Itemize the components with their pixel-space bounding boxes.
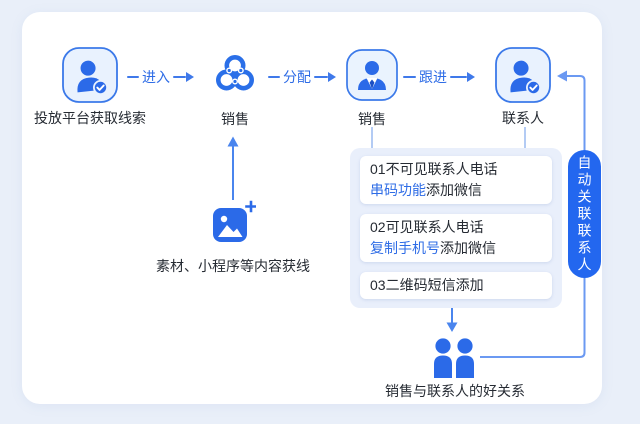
method-title: 01不可见联系人电话 bbox=[370, 161, 498, 177]
flow-arrow-assign: 分配 bbox=[268, 67, 336, 87]
method-desc: 串码功能添加微信 bbox=[370, 180, 552, 201]
node-contact: 联系人 bbox=[463, 47, 583, 128]
wecom-logo-icon bbox=[211, 51, 259, 99]
arrowhead-right-icon bbox=[467, 72, 475, 82]
node-label-lead-source: 投放平台获取线索 bbox=[34, 110, 146, 126]
content-source bbox=[173, 199, 293, 245]
method-title: 02可见联系人电话 bbox=[370, 219, 484, 235]
method-suffix: 添加微信 bbox=[440, 240, 496, 256]
method-card-3: 03二维码短信添加 bbox=[360, 272, 552, 299]
content-source-label: 素材、小程序等内容获线 bbox=[156, 258, 310, 274]
method-card-1: 01不可见联系人电话 串码功能添加微信 bbox=[360, 156, 552, 204]
method-highlight: 复制手机号 bbox=[370, 240, 440, 256]
add-methods-panel: 01不可见联系人电话 串码功能添加微信 02可见联系人电话 复制手机号添加微信 … bbox=[350, 148, 562, 308]
arrow-line bbox=[314, 76, 328, 78]
node-label-sales-person: 销售 bbox=[358, 111, 386, 127]
arrow-label: 进入 bbox=[142, 69, 170, 85]
arrow-label: 跟进 bbox=[419, 69, 447, 85]
node-label-contact: 联系人 bbox=[502, 110, 544, 126]
method-suffix: 添加微信 bbox=[426, 182, 482, 198]
arrowhead-right-icon bbox=[328, 72, 336, 82]
arrow-label: 分配 bbox=[283, 69, 311, 85]
result-label: 销售与联系人的好关系 bbox=[385, 383, 525, 399]
arrow-line bbox=[127, 76, 139, 78]
arrow-line bbox=[450, 76, 467, 78]
auto-link-badge: 自动关联联系人 bbox=[568, 150, 601, 278]
salesperson-icon bbox=[346, 49, 398, 101]
image-add-icon bbox=[210, 199, 259, 245]
method-card-2: 02可见联系人电话 复制手机号添加微信 bbox=[360, 214, 552, 262]
method-title: 03二维码短信添加 bbox=[370, 277, 484, 293]
flow-arrow-follow-up: 跟进 bbox=[403, 67, 475, 87]
arrow-line bbox=[403, 76, 416, 78]
node-label-sales-wecom: 销售 bbox=[221, 111, 249, 127]
method-desc: 复制手机号添加微信 bbox=[370, 238, 552, 259]
user-check-icon bbox=[495, 47, 551, 103]
user-check-icon bbox=[62, 47, 118, 103]
two-users-icon bbox=[430, 338, 480, 378]
flow-arrow-enter: 进入 bbox=[127, 67, 194, 87]
node-sales-person: 销售 bbox=[312, 49, 432, 129]
arrowhead-right-icon bbox=[186, 72, 194, 82]
arrow-line bbox=[268, 76, 280, 78]
arrow-line bbox=[173, 76, 186, 78]
result-relationship bbox=[405, 338, 505, 378]
node-sales-wecom: 销售 bbox=[175, 51, 295, 129]
method-highlight: 串码功能 bbox=[370, 182, 426, 198]
node-lead-source: 投放平台获取线索 bbox=[30, 47, 150, 128]
